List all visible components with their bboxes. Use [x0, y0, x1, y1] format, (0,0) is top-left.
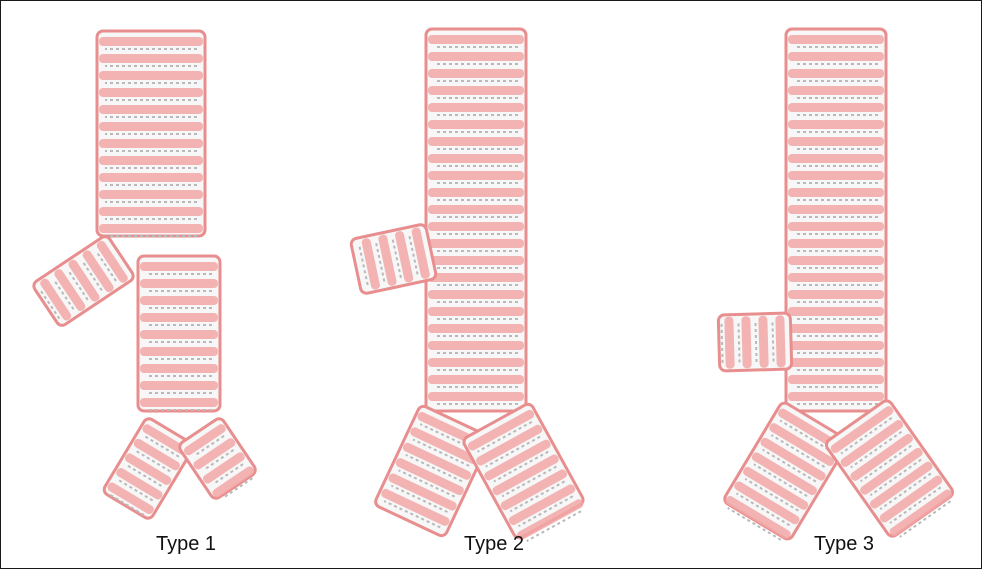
cartilage-ring: [428, 35, 524, 44]
cartilage-ring: [788, 86, 884, 95]
cartilage-ring: [99, 105, 203, 114]
panel-type-1: Type 1: [1, 1, 331, 568]
cartilage-ring: [428, 154, 524, 163]
cartilage-ring: [788, 375, 884, 384]
cartilage-ring: [99, 173, 203, 182]
airway-segment: [786, 29, 886, 411]
cartilage-ring: [428, 392, 524, 401]
cartilage-ring: [788, 205, 884, 214]
airway-segment: [350, 224, 437, 295]
cartilage-ring: [788, 307, 884, 316]
cartilage-ring: [140, 262, 218, 271]
airway-segment: [718, 313, 792, 371]
cartilage-ring: [428, 324, 524, 333]
cartilage-ring: [428, 86, 524, 95]
cartilage-ring: [428, 137, 524, 146]
cartilage-ring: [428, 222, 524, 231]
cartilage-ring: [99, 71, 203, 80]
cartilage-ring: [99, 190, 203, 199]
cartilage-ring: [788, 154, 884, 163]
cartilage-ring: [428, 307, 524, 316]
cartilage-ring: [428, 358, 524, 367]
cartilage-ring: [788, 52, 884, 61]
cartilage-ring: [788, 256, 884, 265]
cartilage-ring: [428, 256, 524, 265]
cartilage-ring: [428, 375, 524, 384]
trachea-type-3-illustration: [661, 1, 981, 568]
cartilage-ring: [99, 224, 203, 233]
caption-type-3: Type 3: [744, 533, 944, 556]
cartilage-ring: [428, 120, 524, 129]
cartilage-ring: [788, 358, 884, 367]
airway-segment: [426, 29, 526, 411]
cartilage-ring: [788, 273, 884, 282]
cartilage-ring: [428, 290, 524, 299]
cartilage-ring: [788, 69, 884, 78]
airway-segment: [824, 399, 957, 542]
cartilage-ring: [140, 347, 218, 356]
cartilage-ring: [788, 239, 884, 248]
cartilage-ring: [99, 156, 203, 165]
cartilage-ring: [140, 313, 218, 322]
cartilage-ring: [428, 188, 524, 197]
cartilage-ring: [788, 137, 884, 146]
cartilage-ring: [788, 35, 884, 44]
cartilage-ring: [140, 296, 218, 305]
airway-segment: [721, 401, 850, 544]
trachea-type-2-illustration: [331, 1, 661, 568]
cartilage-ring: [99, 139, 203, 148]
cartilage-ring: [428, 69, 524, 78]
cartilage-ring: [788, 324, 884, 333]
cartilage-ring: [788, 103, 884, 112]
cartilage-ring: [428, 205, 524, 214]
cartilage-ring: [428, 103, 524, 112]
cartilage-ring: [788, 188, 884, 197]
cartilage-ring: [99, 207, 203, 216]
caption-type-1: Type 1: [86, 533, 286, 556]
airway-segment: [102, 417, 195, 521]
cartilage-ring: [788, 120, 884, 129]
cartilage-ring: [428, 273, 524, 282]
cartilage-ring: [428, 52, 524, 61]
cartilage-ring: [140, 381, 218, 390]
tracheal-bronchus-type-2: [350, 29, 588, 545]
cartilage-ring: [99, 54, 203, 63]
airway-segment: [462, 402, 588, 545]
caption-type-2: Type 2: [394, 533, 594, 556]
cartilage-ring: [788, 341, 884, 350]
airway-segment: [97, 31, 205, 236]
cartilage-ring: [788, 171, 884, 180]
cartilage-ring: [788, 222, 884, 231]
cartilage-ring: [758, 316, 768, 368]
cartilage-ring: [140, 364, 218, 373]
cartilage-ring: [788, 290, 884, 299]
airway-segment: [32, 234, 136, 327]
airway-segment: [177, 416, 259, 502]
cartilage-ring: [140, 398, 218, 407]
airway-segment: [138, 256, 220, 411]
cartilage-ring: [428, 239, 524, 248]
cartilage-ring: [428, 171, 524, 180]
airway-segment: [374, 404, 492, 537]
cartilage-ring: [99, 122, 203, 131]
cartilage-ring: [428, 341, 524, 350]
cartilage-ring: [140, 279, 218, 288]
cartilage-ring: [788, 392, 884, 401]
cartilage-ring: [775, 315, 785, 367]
cartilage-ring: [140, 330, 218, 339]
cartilage-ring: [724, 317, 734, 369]
trachea-type-1-illustration: [1, 1, 331, 568]
panel-type-2: Type 2: [331, 1, 661, 568]
cartilage-ring: [99, 88, 203, 97]
tracheal-bronchus-type-1: [32, 31, 260, 520]
tracheal-bronchus-type-3: [718, 29, 957, 544]
cartilage-ring: [741, 316, 751, 368]
panel-type-3: Type 3: [661, 1, 981, 568]
cartilage-ring: [99, 37, 203, 46]
